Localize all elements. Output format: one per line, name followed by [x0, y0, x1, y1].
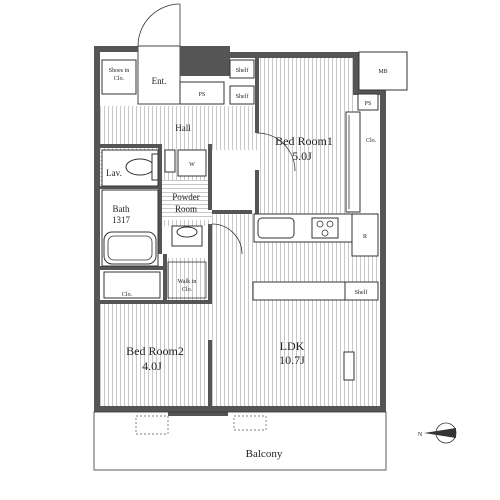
bed2-closet-label: Clo. [122, 292, 133, 298]
bed-room-1-size: 5.0J [292, 149, 312, 163]
powder-room-label-2: Room [175, 204, 197, 214]
ldk-shelf: Shelf [252, 281, 379, 301]
toilet [171, 225, 203, 247]
north-arrow: N [418, 422, 457, 444]
powder-floor [160, 180, 212, 220]
ldk-vent [343, 351, 355, 381]
shoes-closet: Shoes in Clo. [101, 59, 137, 95]
shelf-top-label-2: Shelf [236, 93, 249, 100]
bed2-floor [100, 302, 210, 408]
walk-in-label-1: Walk in [178, 279, 197, 285]
powder-room-label-1: Powder [172, 192, 200, 202]
bed-room-2-size: 4.0J [142, 359, 162, 373]
top-shelves: Shelf Shelf PS [179, 59, 255, 105]
balcony: Balcony [93, 411, 387, 471]
lav-label: Lav. [106, 168, 122, 178]
north-arrow-icon [424, 428, 456, 438]
bed1-closet-label: Clo. [366, 138, 377, 144]
shelf-ldk-label: Shelf [355, 289, 368, 296]
entrance-floor [137, 45, 181, 105]
walk-in-closet: Walk in Clo. [167, 261, 207, 299]
shelf-top-label-1: Shelf [236, 67, 249, 74]
bath-label: Bath [113, 204, 130, 214]
bed1-floor [258, 58, 353, 213]
balcony-label: Balcony [246, 448, 283, 460]
ps-top-label: PS [199, 92, 206, 98]
shoes-closet-label-2: Clo. [114, 76, 125, 82]
entrance-label: Ent. [152, 76, 167, 86]
north-label: N [418, 432, 423, 438]
ldk-name: LDK [280, 339, 305, 353]
powder-door [211, 223, 243, 255]
bed1-closet: Clo. [345, 111, 377, 213]
bed1-door [256, 132, 296, 172]
shoes-closet-label: Shoes in [109, 68, 130, 74]
kitchen-counter: R [253, 213, 379, 257]
ps-right: PS [357, 93, 379, 111]
refrigerator-label: R [363, 234, 367, 240]
entrance-door [137, 3, 181, 47]
ldk-size: 10.7J [279, 353, 305, 367]
walkin-floor [165, 258, 210, 302]
bed-room-1-name: Bed Room1 [275, 134, 333, 148]
washer: W [164, 149, 207, 177]
mb-box: MB [358, 51, 408, 91]
hall-label: Hall [175, 123, 191, 133]
walls [94, 46, 386, 416]
bath: Bath 1317 [101, 189, 159, 267]
bed2-closet: Clo. [103, 271, 161, 299]
ps-right-label: PS [365, 101, 372, 107]
bed-room-2-name: Bed Room2 [126, 344, 184, 358]
mb-label: MB [378, 69, 387, 75]
lavatory: Lav. [101, 149, 159, 187]
bath-size-label: 1317 [112, 215, 131, 225]
walk-in-label-2: Clo. [182, 287, 193, 293]
washer-label: W [189, 162, 195, 168]
